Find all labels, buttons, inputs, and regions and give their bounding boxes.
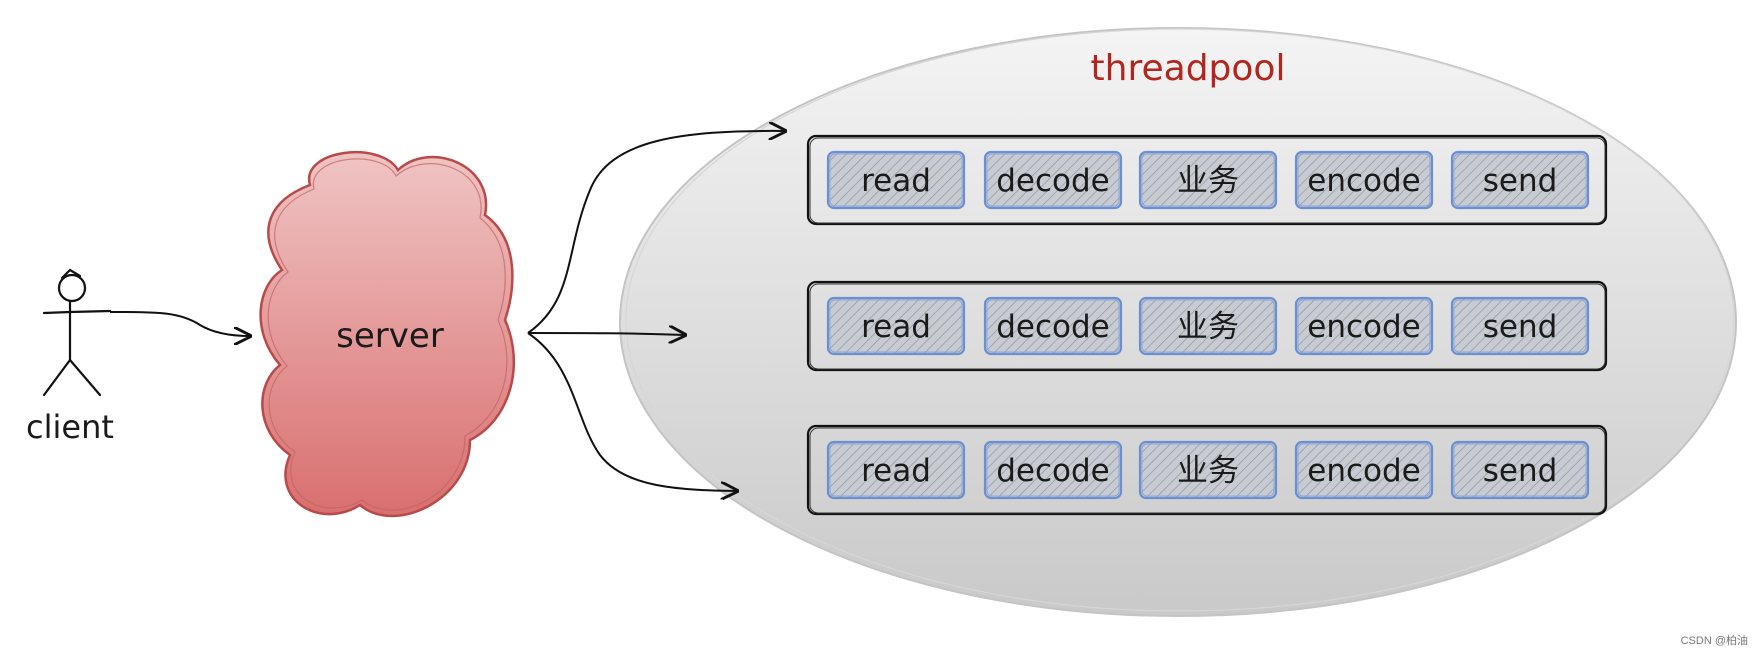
stage-label: decode	[996, 453, 1110, 489]
server-cloud-icon	[259, 151, 516, 517]
stage-box: send	[1450, 440, 1590, 500]
stage-label: 业务	[1177, 453, 1239, 489]
thread-row-frame	[806, 424, 1608, 516]
thread-row: read decode 业务 encode send	[806, 280, 1608, 372]
dispatch-arrow-top	[527, 131, 785, 334]
stage-label: encode	[1307, 309, 1420, 345]
stage-label: decode	[996, 163, 1110, 199]
stage-box: 业务	[1138, 296, 1278, 356]
thread-row-frame	[806, 134, 1608, 226]
stage-label: send	[1483, 309, 1558, 345]
watermark: CSDN @柏油	[1680, 635, 1748, 647]
thread-row: read decode 业务 encode send	[806, 424, 1608, 516]
stage-box: decode	[983, 150, 1123, 210]
thread-rows: read decode 业务 encode send read decode 业务 encode…	[806, 134, 1608, 516]
stage-box: read	[826, 296, 966, 356]
thread-row: read decode 业务 encode send	[806, 134, 1608, 226]
server-label: server	[336, 316, 444, 356]
stage-box: 业务	[1138, 440, 1278, 500]
stage-label: send	[1483, 453, 1558, 489]
stage-box: encode	[1294, 150, 1434, 210]
stage-label: read	[861, 453, 931, 489]
stage-box: encode	[1294, 440, 1434, 500]
stage-label: read	[861, 309, 931, 345]
stage-box: decode	[983, 296, 1123, 356]
stage-label: encode	[1307, 163, 1420, 199]
stage-label: 业务	[1177, 163, 1239, 199]
thread-row-frame-sketch	[809, 283, 1606, 370]
dispatch-arrow-middle	[527, 333, 685, 335]
stage-box: send	[1450, 150, 1590, 210]
stage-box: send	[1450, 296, 1590, 356]
stage-label: read	[861, 163, 931, 199]
stage-box: encode	[1294, 296, 1434, 356]
client-to-server-arrow	[109, 311, 250, 336]
stage-box: read	[826, 150, 966, 210]
dispatch-arrow-bottom	[527, 332, 737, 491]
stage-label: send	[1483, 163, 1558, 199]
stage-box: decode	[983, 440, 1123, 500]
stage-box: read	[826, 440, 966, 500]
thread-row-frame-sketch	[809, 427, 1606, 514]
stage-label: encode	[1307, 453, 1420, 489]
stage-label: 业务	[1177, 309, 1239, 345]
stage-label: decode	[996, 309, 1110, 345]
client-label: client	[26, 408, 114, 446]
stage-box: 业务	[1138, 150, 1278, 210]
thread-row-frame	[806, 280, 1608, 372]
thread-row-frame-sketch	[809, 137, 1606, 224]
dispatch-arrows	[527, 131, 785, 491]
threadpool-title: threadpool	[1091, 48, 1286, 89]
client-icon	[42, 268, 112, 397]
